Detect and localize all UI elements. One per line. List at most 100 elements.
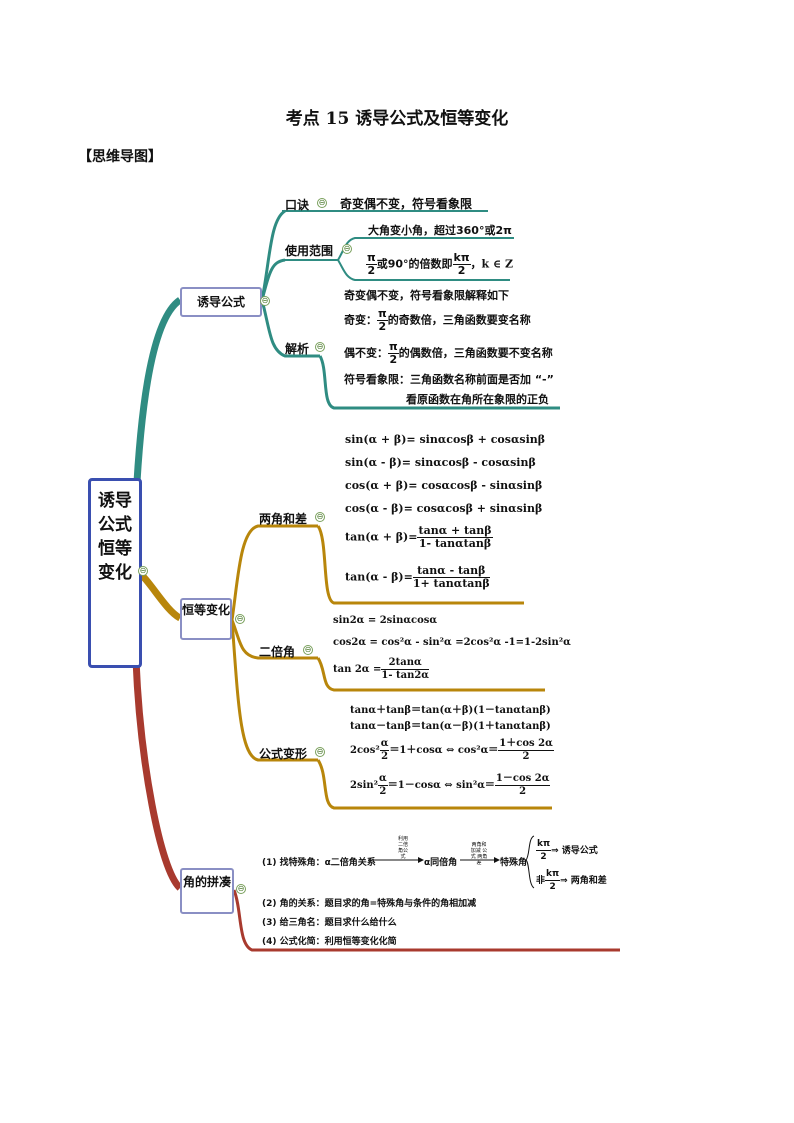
node-double-angle[interactable]: 二倍角 <box>259 645 296 659</box>
frac-den: 2 <box>549 882 556 892</box>
fanwei-fork2 <box>337 259 510 281</box>
node-jiexi[interactable]: 解析 <box>285 342 310 356</box>
special-angle-step-c: 特殊角 <box>500 858 528 868</box>
frac-num: 1＋cos 2α <box>498 738 554 751</box>
collapse-icon[interactable]: ⊖ <box>236 884 246 894</box>
tan-sum-lhs: tan(α + β)= <box>345 530 418 544</box>
frac-den: 2 <box>379 786 387 797</box>
jiexi-line2-post: 的奇数倍，三角函数要变名称 <box>387 313 531 327</box>
frac-num: π <box>377 307 388 321</box>
angle-relation-line: (2) 角的关系：题目求的角=特殊角与条件的角相加减 <box>262 899 477 909</box>
node-sum-difference[interactable]: 两角和差 <box>259 512 308 526</box>
central-topic[interactable]: 诱导公式恒等变化 <box>88 478 142 668</box>
sin-half-a: 2sin² <box>350 780 379 791</box>
branch3-tail <box>232 889 620 952</box>
brace-case-1-text: ⇒ 诱导公式 <box>551 846 598 856</box>
node-koujue[interactable]: 口诀 <box>285 198 310 212</box>
frac-den: 2 <box>522 751 530 762</box>
branch2-lianghe <box>230 524 318 621</box>
frac-num: π <box>366 251 377 265</box>
jiexi-line4: 符号看象限：三角函数名称前面是否加 “-” <box>344 373 554 386</box>
frac-num: kπ <box>536 839 552 851</box>
trunk-branch1 <box>132 297 183 501</box>
trunk-branch3 <box>132 659 183 891</box>
jiexi-line5: 看原函数在角所在象限的正负 <box>406 393 549 406</box>
special-angle-step-a: (1) 找特殊角：α二倍角关系 <box>262 858 376 868</box>
formula-cos-double: cos2α = cos²α - sin²α =2cos²α -1=1-2sin²… <box>333 637 571 648</box>
collapse-icon[interactable]: ⊖ <box>317 198 327 208</box>
frac-num: tanα + tanβ <box>417 524 493 538</box>
arrow-2-label: 两角和加减 公式 两角差 <box>470 842 488 866</box>
bianxing-tail <box>316 759 552 810</box>
formula-tan-diff-variant: tanα－tanβ＝tan(α－β)(1＋tanαtanβ) <box>350 721 551 732</box>
koujue-text: 奇变偶不变，符号看象限 <box>340 197 473 211</box>
sin-half-b: ＝1－cosα ⇔ sin²α＝ <box>387 780 495 791</box>
tan-diff-lhs: tan(α - β)= <box>345 570 413 584</box>
frac-den: 2 <box>367 264 376 277</box>
cos-half-a: 2cos² <box>350 745 380 756</box>
branch2-bianxing <box>230 619 318 762</box>
formula-sin-diff: sin(α - β)= sinαcosβ - cosαsinβ <box>345 456 536 469</box>
frac-den: 1+ tanαtanβ <box>412 577 490 590</box>
frac-den: 1- tan2α <box>381 670 429 681</box>
collapse-icon[interactable]: ⊖ <box>315 512 325 522</box>
frac-num: kπ <box>452 251 471 265</box>
formula-sin-sum: sin(α + β)= sinαcosβ + cosαsinβ <box>345 433 546 446</box>
frac-num: 2tanα <box>381 657 429 670</box>
arrow-2-head <box>494 857 500 863</box>
arrow-1-label: 利用二倍角公式 <box>397 836 408 860</box>
frac-den: 2 <box>457 264 466 277</box>
fanwei-line1: 大角变小角，超过360°或2π <box>368 224 512 237</box>
frac-num: α <box>379 738 390 751</box>
collapse-icon[interactable]: ⊖ <box>303 645 313 655</box>
branch-angle-combination[interactable]: 角的拼凑 <box>180 868 234 914</box>
brace-case-2-text: ⇒ 两角和差 <box>560 876 607 886</box>
frac-num: α <box>378 773 388 786</box>
fanwei-line2-post: ，k ∈ Z <box>470 257 513 271</box>
section-heading: 【思维导图】 <box>78 149 162 165</box>
page-title: 考点 15 诱导公式及恒等变化 <box>285 109 509 129</box>
central-topic-text: 诱导公式恒等变化 <box>98 491 132 583</box>
lianghe-tail <box>316 525 524 605</box>
collapse-icon[interactable]: ⊖ <box>315 342 325 352</box>
frac-den: 1- tanαtanβ <box>418 537 492 550</box>
formula-cos-sum: cos(α + β)= cosαcosβ - sinαsinβ <box>345 479 543 492</box>
formula-simplify-line: (4) 公式化简：利用恒等变化化简 <box>262 937 397 947</box>
node-fanwei[interactable]: 使用范围 <box>285 244 334 258</box>
brace <box>525 835 535 889</box>
branch-identity-transform[interactable]: 恒等变化 <box>180 598 232 640</box>
frac-den: 2 <box>540 852 547 862</box>
branch-induction-formula[interactable]: 诱导公式 <box>180 287 262 317</box>
trig-name-line: (3) 给三角名：题目求什么给什么 <box>262 918 397 928</box>
cos-half-b: ＝1＋cosα ⇔ cos²α＝ <box>389 745 499 756</box>
branch1-jiexi <box>260 299 320 358</box>
collapse-icon[interactable]: ⊖ <box>138 566 148 576</box>
collapse-icon[interactable]: ⊖ <box>260 296 270 306</box>
frac-den: 2 <box>381 751 389 762</box>
frac-num: 1－cos 2α <box>494 773 551 786</box>
jiexi-line3-post: 的偶数倍，三角函数要不变名称 <box>398 346 553 360</box>
brace-case-2-pre: 非 <box>536 876 546 886</box>
collapse-icon[interactable]: ⊖ <box>315 747 325 757</box>
collapse-icon[interactable]: ⊖ <box>342 244 352 254</box>
collapse-icon[interactable]: ⊖ <box>235 614 245 624</box>
node-formula-variants[interactable]: 公式变形 <box>259 747 308 761</box>
frac-num: kπ <box>545 869 561 881</box>
